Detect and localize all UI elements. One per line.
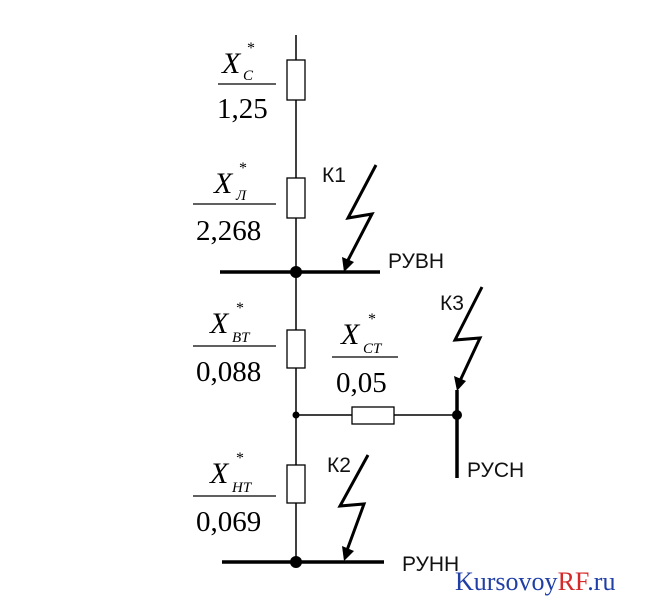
fault-arrow-k2 [337, 454, 370, 561]
label-xc: X C * 1,25 [217, 40, 276, 125]
node-ruvn [290, 266, 302, 278]
xbt-symbol: X [209, 307, 230, 340]
watermark-part2: RF [558, 567, 589, 596]
node-rusn [452, 410, 462, 420]
label-xbt: X BT * 0,088 [193, 300, 276, 388]
label-xct: X CT * 0,05 [332, 311, 398, 399]
branch-node [292, 411, 300, 419]
watermark-part1: Kursovoy [455, 567, 558, 596]
fault-label-k2: К2 [327, 454, 351, 477]
fault-arrow-k1 [342, 164, 378, 272]
xl-subscript: Л [235, 188, 247, 204]
fault-label-k3: К3 [440, 292, 464, 315]
xht-symbol: X [209, 457, 230, 490]
xct-value: 0,05 [336, 367, 387, 399]
xl-symbol: X [213, 167, 234, 200]
watermark-part3: .ru [587, 567, 615, 596]
xbt-value: 0,088 [196, 356, 261, 388]
watermark-text: KursovoyRF.ru [455, 567, 615, 596]
xc-symbol: X [221, 47, 242, 80]
resistor-xl [286, 177, 306, 219]
xbt-star: * [236, 300, 244, 317]
resistor-xc [286, 59, 306, 101]
xbt-subscript: BT [232, 330, 251, 346]
resistor-xct [351, 406, 395, 425]
xl-star: * [239, 160, 247, 177]
xl-value: 2,268 [196, 215, 261, 247]
bus-label-ruvn: РУВН [388, 250, 444, 273]
label-xht: X HT * 0,069 [193, 450, 276, 538]
label-xl: X Л * 2,268 [193, 160, 276, 247]
xct-subscript: CT [363, 341, 383, 357]
xht-star: * [236, 450, 244, 467]
fault-label-k1: К1 [322, 164, 346, 187]
watermark-logo: KursovoyRF.ru [455, 567, 615, 596]
resistor-xht [286, 464, 306, 504]
bus-label-runn: РУНН [402, 553, 459, 576]
node-runn [290, 556, 302, 568]
xht-value: 0,069 [196, 506, 261, 538]
fault-arrow-k3 [452, 286, 484, 391]
xc-star: * [247, 40, 255, 57]
resistor-xbt [286, 329, 306, 369]
xc-value: 1,25 [217, 93, 268, 125]
xc-subscript: C [243, 68, 254, 84]
xct-star: * [368, 311, 376, 328]
xht-subscript: HT [231, 480, 253, 496]
bus-label-rusn: РУСН [467, 459, 524, 482]
xct-symbol: X [340, 318, 361, 351]
